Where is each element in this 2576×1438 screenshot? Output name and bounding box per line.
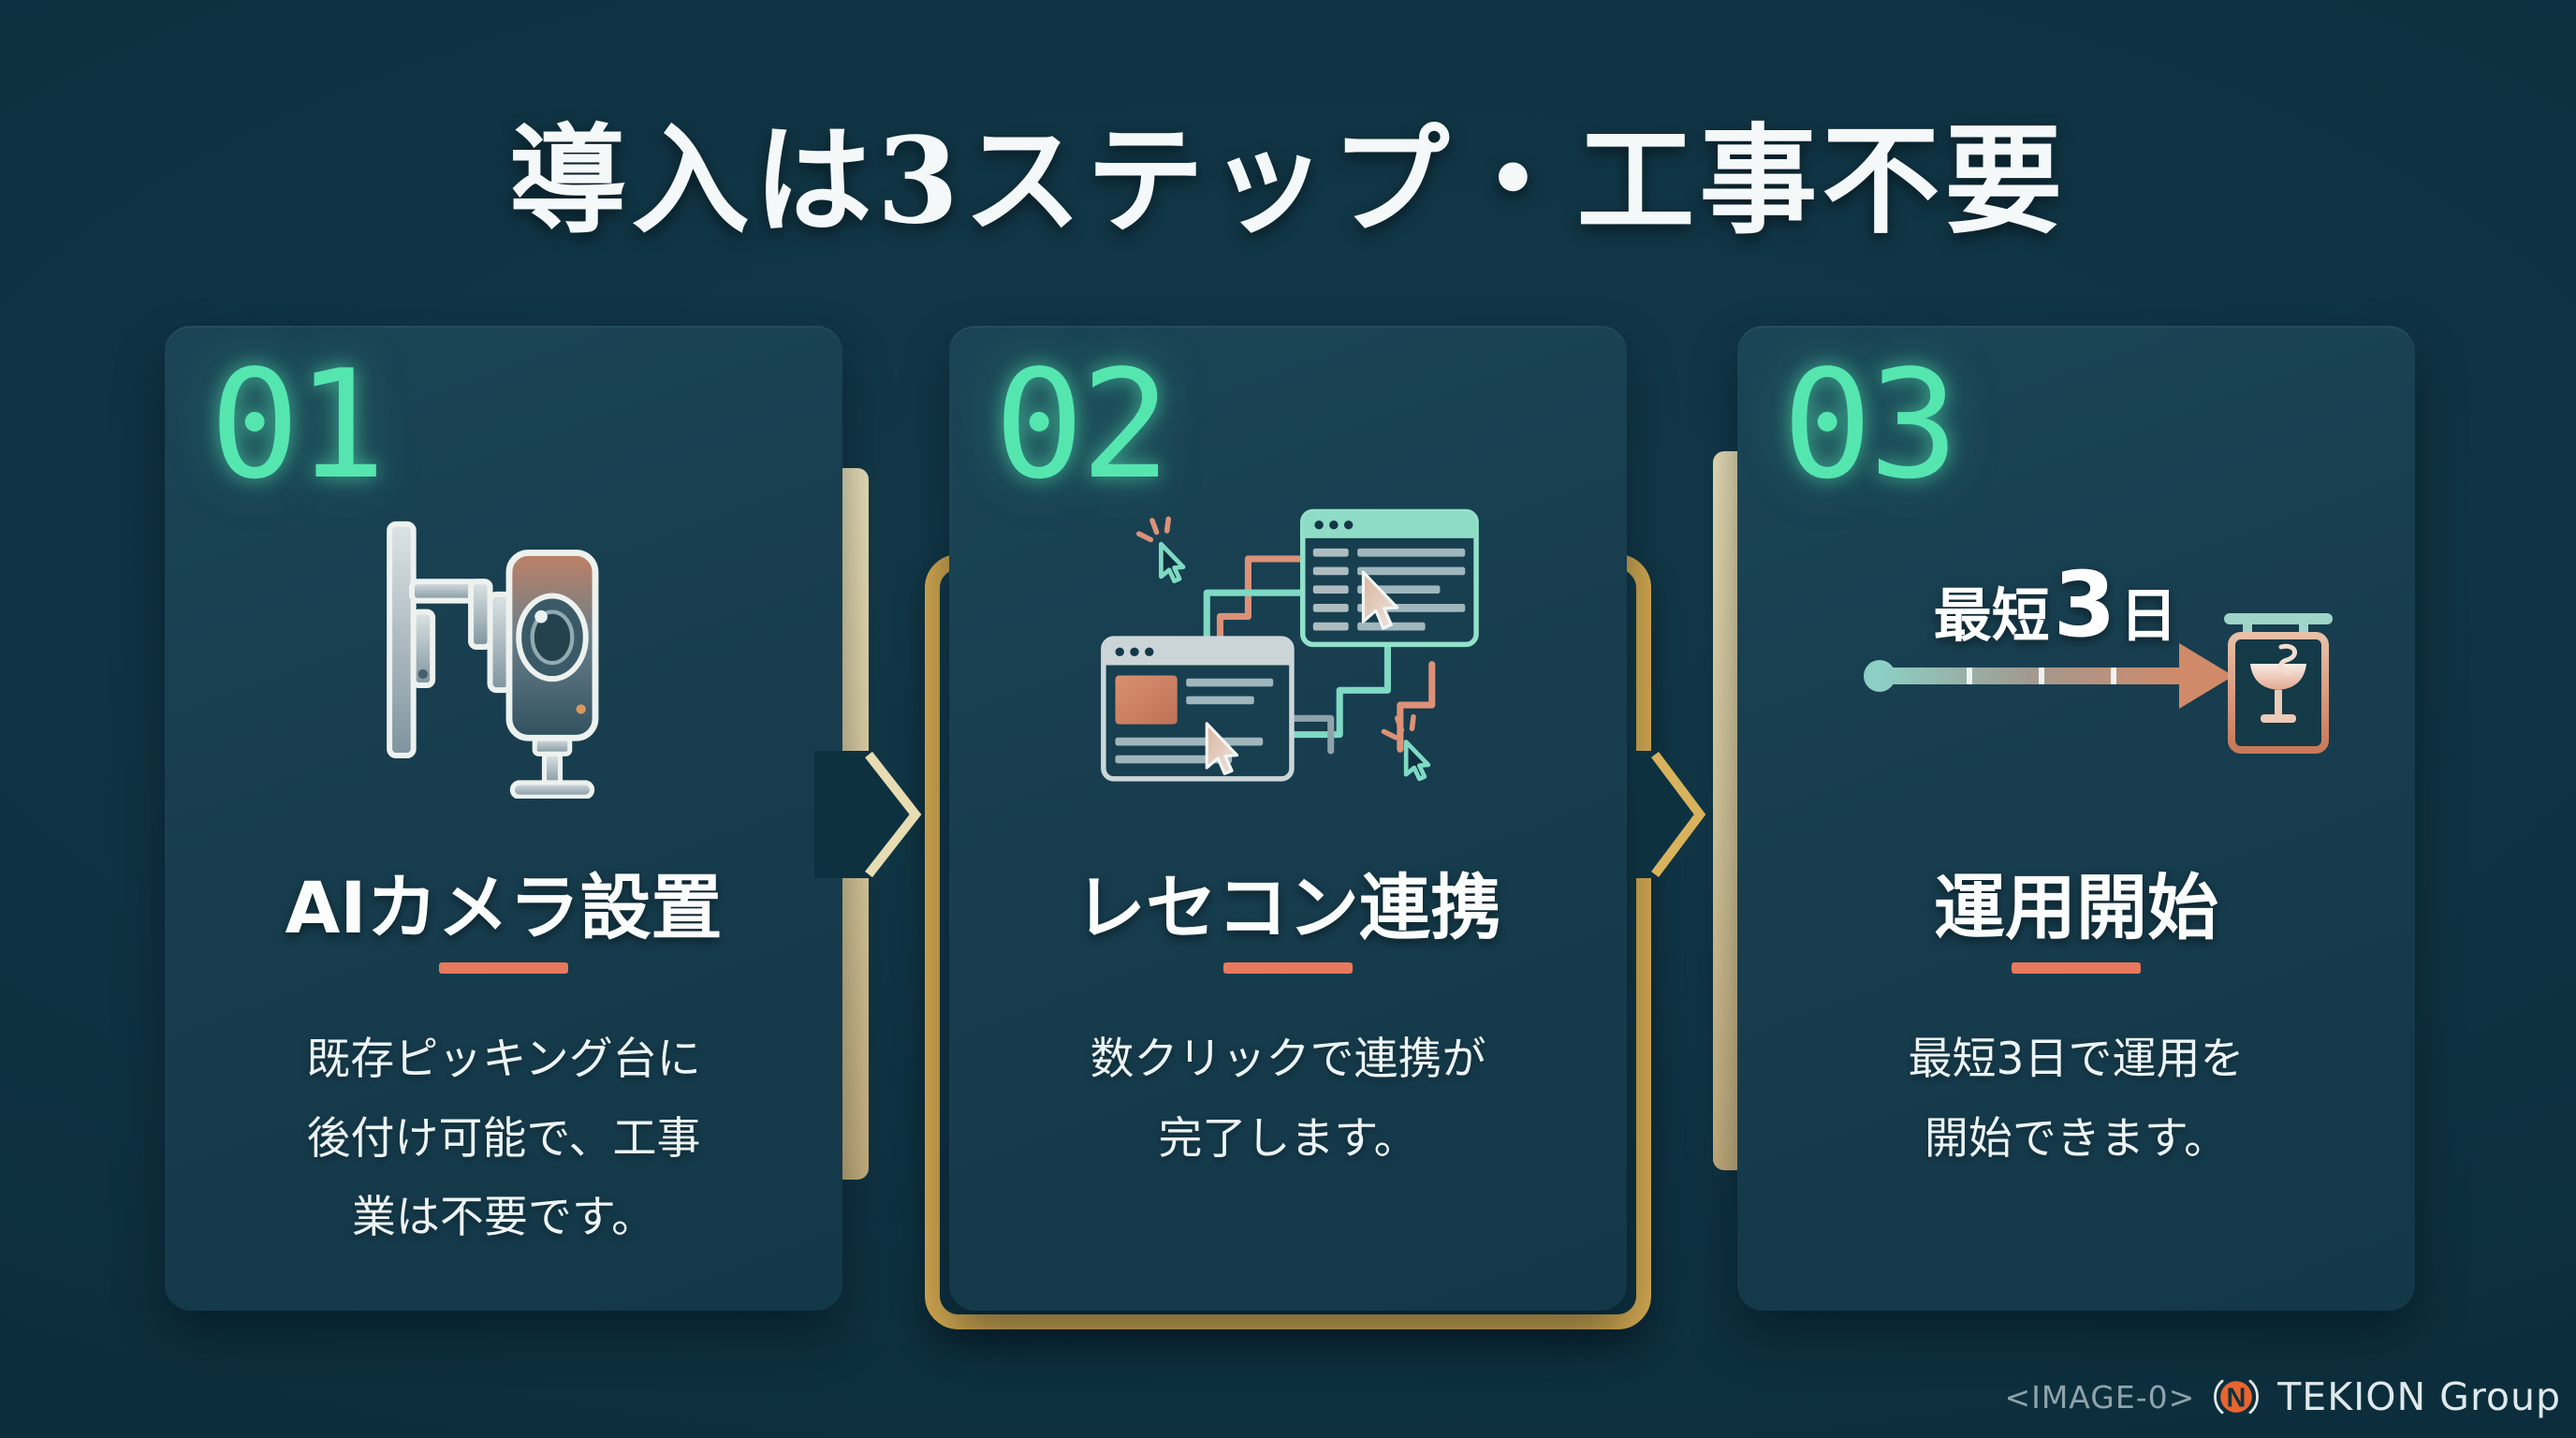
accent-divider: [2012, 962, 2141, 974]
speed-badge-suffix: 日: [2119, 581, 2178, 650]
page-title: 導入は3ステップ・工事不要: [508, 111, 2068, 250]
step-number: 01: [210, 337, 387, 512]
step-title: レセコン連携: [1075, 866, 1501, 949]
step-card-3: 03 最短 3 日: [1737, 326, 2415, 1311]
step-description: 既存ピッキング台に 後付け可能で、工事 業は不要です。: [306, 1034, 701, 1244]
launch-timeline-icon: 最短 3 日: [1814, 552, 2338, 799]
step-number: 03: [1782, 337, 1959, 512]
step-number: 02: [994, 337, 1171, 512]
footer: <IMAGE-0> N TEKION Group: [2004, 1369, 2561, 1425]
chevron-right-icon: [814, 751, 922, 878]
speed-badge: 最短 3 日: [1814, 552, 2297, 657]
logo-letter: N: [2227, 1383, 2247, 1413]
ai-camera-icon: [363, 518, 644, 802]
system-link-icon: [1096, 506, 1480, 790]
image-watermark: <IMAGE-0>: [2004, 1378, 2196, 1416]
step-title: AIカメラ設置: [285, 866, 723, 949]
accent-divider: [1223, 962, 1353, 974]
brand-wordmark: TEKION Group: [2277, 1374, 2561, 1419]
step-title: 運用開始: [1934, 866, 2218, 949]
step-description: 最短3日で運用を 開始できます。: [1908, 1034, 2245, 1165]
step-card-2: 02: [949, 326, 1627, 1311]
step-description: 数クリックで連携が 完了します。: [1090, 1034, 1486, 1165]
speed-badge-prefix: 最短: [1933, 581, 2050, 650]
speed-badge-number: 3: [2053, 552, 2116, 657]
tekion-logo-icon: N: [2214, 1379, 2260, 1415]
step-card-1: 01: [165, 326, 842, 1311]
chevron-right-icon: [1636, 751, 1706, 878]
accent-divider: [439, 962, 568, 974]
